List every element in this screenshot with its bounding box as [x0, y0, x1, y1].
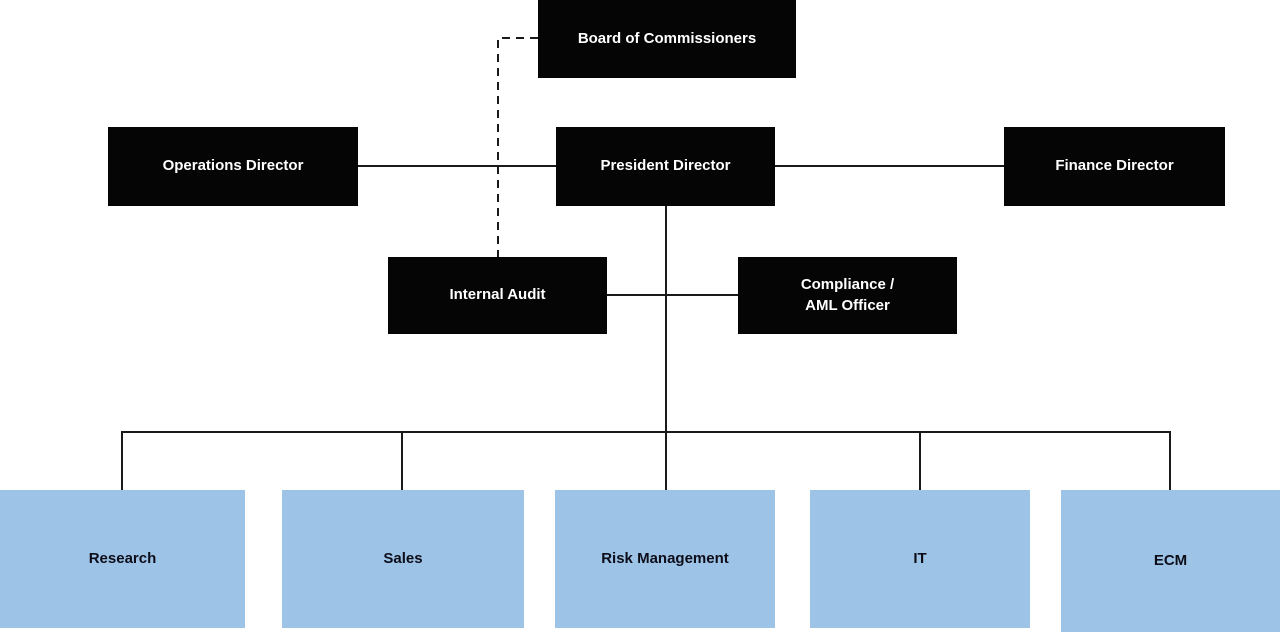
node-label: Internal Audit	[449, 286, 546, 304]
node-ecm: ECM	[1061, 490, 1280, 632]
node-label: Research	[88, 549, 157, 567]
node-research: Research	[0, 490, 245, 628]
node-label: Compliance / AML Officer	[800, 276, 895, 314]
node-it: IT	[810, 490, 1030, 628]
node-label: Risk Management	[601, 549, 729, 567]
node-label: Finance Director	[1055, 157, 1174, 175]
node-risk-management: Risk Management	[555, 490, 775, 628]
edge-board-internal-audit-dashed	[497, 37, 538, 257]
node-president-director: President Director	[556, 127, 775, 206]
node-operations-director: Operations Director	[108, 127, 358, 206]
node-label: Board of Commissioners	[577, 29, 757, 47]
node-finance-director: Finance Director	[1004, 127, 1225, 206]
node-internal-audit: Internal Audit	[388, 257, 607, 334]
node-label: President Director	[600, 157, 731, 175]
node-label: IT	[913, 549, 927, 567]
node-label: Sales	[383, 549, 423, 567]
node-compliance-aml-officer: Compliance / AML Officer	[738, 257, 957, 334]
node-label: Operations Director	[162, 157, 304, 175]
node-board-of-commissioners: Board of Commissioners	[538, 0, 796, 78]
node-sales: Sales	[282, 490, 524, 628]
node-label: ECM	[1153, 551, 1188, 569]
